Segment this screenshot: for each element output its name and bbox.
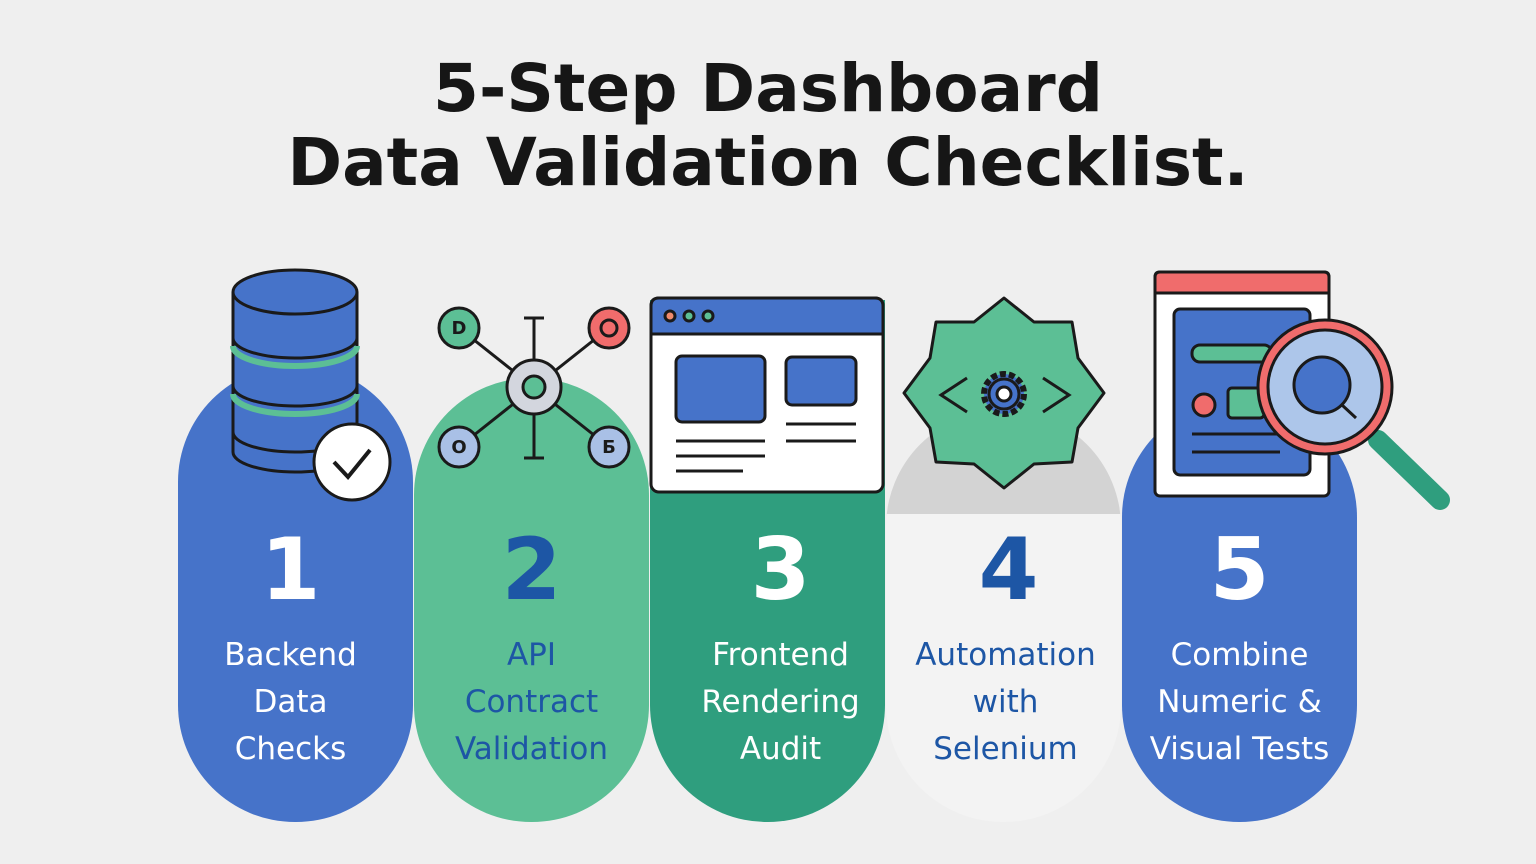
label-line: Visual Tests (1149, 731, 1330, 767)
title-line-1: 5-Step Dashboard (433, 50, 1103, 127)
api-network-icon: D O Б (437, 306, 631, 469)
label-line: Checks (234, 731, 347, 767)
label-line: Audit (739, 731, 822, 767)
label-line: with (972, 684, 1039, 720)
label-line: Contract (464, 684, 599, 720)
step-2-number: 2 (501, 520, 562, 620)
step-1-number: 1 (260, 520, 321, 620)
label-line: Selenium (933, 731, 1078, 767)
report-magnifier-icon (1153, 270, 1450, 510)
label-line: Automation (915, 637, 1096, 673)
step-3-label: Frontend Rendering Audit (663, 632, 898, 773)
label-line: Frontend (712, 637, 849, 673)
step-3-number: 3 (750, 520, 811, 620)
label-line: Numeric & (1157, 684, 1322, 720)
code-gear-badge-icon (902, 296, 1106, 490)
label-line: Rendering (701, 684, 860, 720)
step-5-number: 5 (1209, 520, 1270, 620)
database-check-icon (230, 268, 392, 502)
label-line: Validation (454, 731, 609, 767)
label-line: API (506, 637, 557, 673)
label-line: Data (253, 684, 328, 720)
node-letter: Б (602, 437, 616, 458)
title-line-2: Data Validation Checklist. (287, 124, 1249, 201)
node-letter: O (451, 437, 466, 458)
step-4-label: Automation with Selenium (888, 632, 1123, 773)
step-2-label: API Contract Validation (414, 632, 649, 773)
browser-window-icon (649, 296, 885, 494)
label-line: Combine (1170, 637, 1309, 673)
step-4-number: 4 (978, 520, 1039, 620)
step-1-label: Backend Data Checks (173, 632, 408, 773)
node-letter: D (452, 318, 467, 339)
label-line: Backend (224, 637, 357, 673)
step-5-label: Combine Numeric & Visual Tests (1122, 632, 1357, 773)
